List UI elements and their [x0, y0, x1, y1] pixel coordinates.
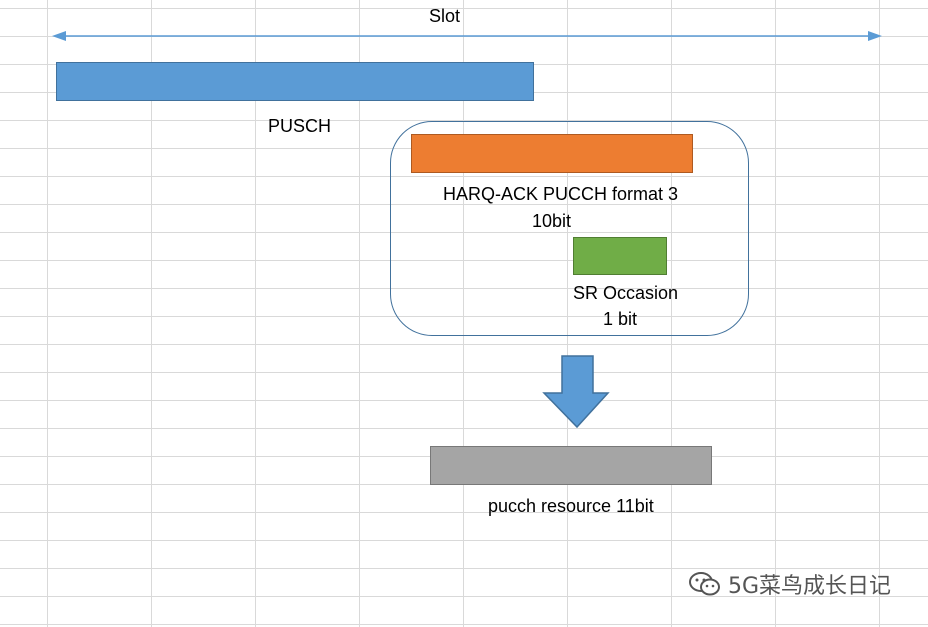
pucch-resource-bar — [430, 446, 712, 485]
watermark-text: 5G菜鸟成长日记 — [728, 574, 892, 599]
wechat-icon — [689, 572, 720, 596]
watermark: 5G菜鸟成长日记 — [688, 568, 891, 600]
harq-ack-label: HARQ-ACK PUCCH format 3 — [443, 184, 679, 204]
pusch-bar — [56, 62, 534, 101]
harq-ack-bar — [411, 134, 693, 173]
pusch-label: PUSCH — [268, 116, 332, 136]
sr-occasion-bits-label: 1 bit — [603, 309, 638, 329]
slot-label: Slot — [429, 6, 461, 26]
down-arrow-icon — [542, 355, 610, 429]
pucch-resource-label: pucch resource 11bit — [488, 496, 654, 516]
sr-occasion-label: SR Occasion — [573, 283, 679, 303]
sr-occasion-bar — [573, 237, 667, 275]
uci-group-box — [390, 121, 749, 336]
harq-ack-bits-label: 10bit — [532, 211, 572, 231]
